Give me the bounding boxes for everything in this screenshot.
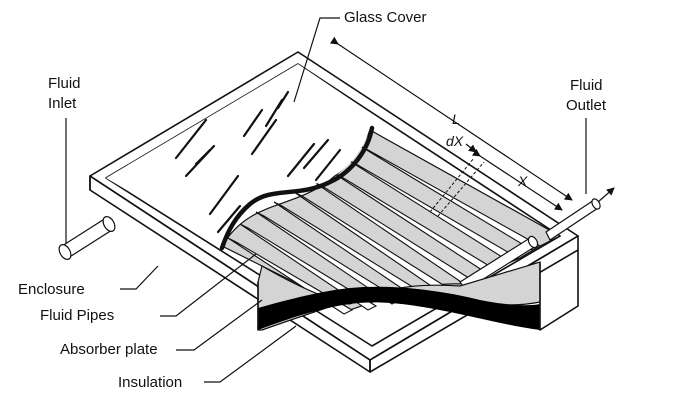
leader-fluid-pipes: [160, 253, 257, 317]
inlet-pipe: [58, 216, 116, 260]
leader-lines: [65, 17, 587, 383]
leader-enclosure: [120, 265, 159, 290]
outlet-flow-arrow: [597, 187, 615, 203]
label-fluid-outlet-line1: Fluid: [570, 77, 603, 94]
label-length-L: L: [452, 111, 460, 127]
label-x: X: [517, 173, 528, 189]
label-glass-cover: Glass Cover: [344, 9, 427, 26]
leader-insulation: [204, 325, 297, 383]
leader-glass-cover: [293, 17, 340, 103]
dimension-X: [471, 148, 563, 211]
outlet-pipe: [545, 187, 615, 241]
label-fluid-inlet-line2: Inlet: [48, 95, 77, 112]
label-fluid-inlet-line1: Fluid: [48, 75, 81, 92]
label-dx: dX: [446, 133, 464, 149]
label-fluid-outlet-line2: Outlet: [566, 97, 607, 114]
fluid-pipe: [239, 223, 378, 311]
front-section: [257, 250, 579, 331]
label-insulation: Insulation: [118, 374, 182, 391]
leader-absorber-plate: [176, 299, 263, 351]
label-absorber-plate: Absorber plate: [60, 341, 158, 358]
label-fluid-pipes: Fluid Pipes: [40, 307, 114, 324]
label-enclosure: Enclosure: [18, 281, 85, 298]
